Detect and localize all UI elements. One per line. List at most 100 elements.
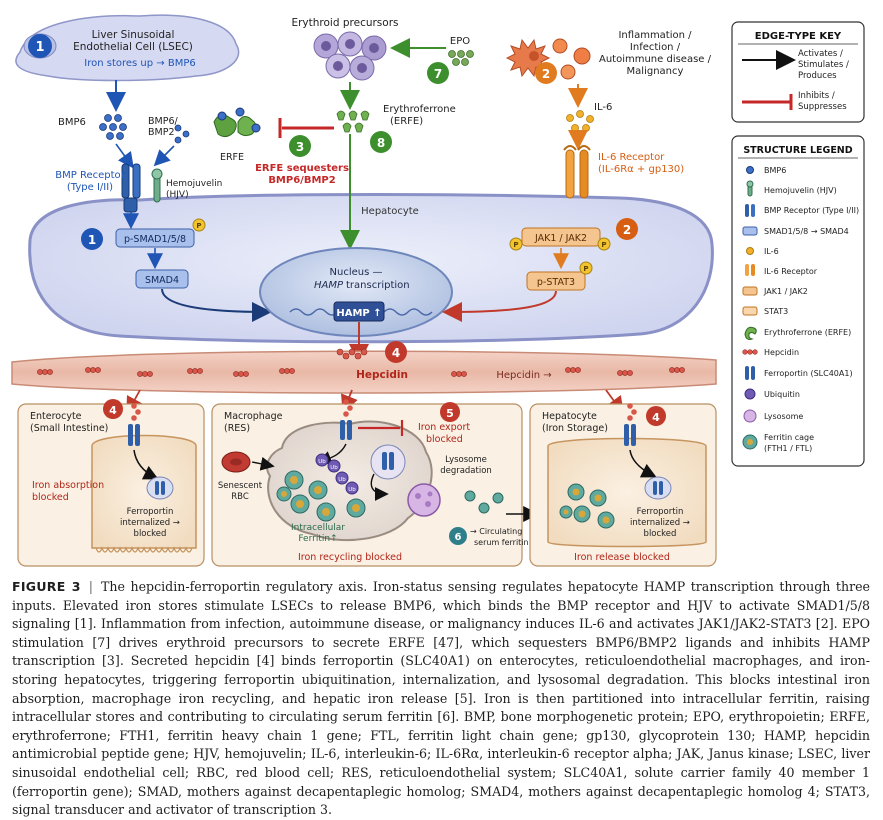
storage-internal-line3: blocked: [644, 529, 677, 539]
edge-key-title: EDGE-TYPE KEY: [755, 31, 842, 42]
jak-p-right-text: P: [601, 241, 606, 249]
lsec-title-line2: Endothelial Cell (LSEC): [73, 41, 193, 53]
macrophage-block-line2: blocked: [426, 434, 463, 445]
legend-ferritin-label-line1: Ferritin cage: [764, 433, 814, 442]
erfe-bound-label: ERFE: [220, 152, 244, 163]
badge-2-inflammation-text: 2: [542, 67, 550, 81]
legend-il6-receptor-icon: [745, 264, 755, 276]
legend-lysosome-label: Lysosome: [764, 412, 803, 421]
nucleus-label-line3: transcription: [346, 280, 410, 291]
macrophage-ferritin-cages: [276, 470, 366, 522]
dna-right: [383, 308, 433, 316]
jak-phospho-left: [509, 237, 523, 251]
sequester-line2: BMP6/BMP2: [268, 175, 335, 186]
epo-molecules: [448, 50, 474, 66]
structure-legend-box: [731, 135, 865, 467]
badge-2-hepatocyte: [616, 218, 638, 240]
bmp62-label-line2: BMP2: [148, 127, 175, 138]
badge-4-storage: [646, 406, 666, 426]
smad4-label: SMAD4: [145, 275, 179, 286]
bloodstream: [11, 350, 717, 394]
figure-label: FIGURE 3: [12, 579, 81, 594]
erfe-name-line2: (ERFE): [390, 116, 423, 127]
badge-3-text: 3: [296, 140, 304, 154]
storage-internalize-arrow: [629, 449, 657, 478]
stat3-p-text: P: [583, 265, 588, 273]
ub-3-text: Ub: [338, 477, 346, 483]
hepatocyte-title: Hepatocyte: [361, 206, 419, 217]
smad4-to-hamp-arrow: [161, 288, 272, 322]
caption-separator: |: [88, 579, 93, 594]
legend-il6-label: IL-6: [764, 247, 779, 256]
legend-ferritin-label-line2: (FTH1 / FTL): [764, 444, 812, 453]
released-ferritin: [464, 490, 504, 514]
bmp6-to-receptor-arrow: [115, 143, 134, 169]
senescent-rbc: [221, 451, 251, 473]
bmp-receptor-label-line2: (Type I/II): [67, 182, 113, 193]
enterocyte-internal-line3: blocked: [134, 529, 167, 539]
nucleus-label-line1: Nucleus —: [330, 267, 383, 278]
serum-label-line2: serum ferritin: [474, 538, 529, 547]
hepcidin-blood-label: Hepcidin: [356, 369, 408, 381]
jak-p-left-text: P: [513, 241, 518, 249]
enterocyte-microvilli: [95, 546, 193, 553]
inflammation-cells: [505, 38, 591, 80]
il6-receptor-line2: (IL-6Rα + gp130): [598, 164, 684, 175]
legend-hepcidin-icon: [742, 349, 758, 355]
storage-title-line1: Hepatocyte: [542, 411, 597, 422]
bmp-receptor: [121, 163, 141, 213]
badge-4-storage-text: 4: [652, 411, 660, 424]
enterocyte-cell: [91, 434, 197, 549]
legend-ubiquitin-icon: [744, 388, 756, 400]
ub-2-text: Ub: [330, 465, 338, 471]
il6-label: IL-6: [594, 102, 612, 113]
jak-phospho-right: [597, 237, 611, 251]
badge-4-blood-text: 4: [392, 346, 400, 360]
legend-ferroportin-icon: [745, 366, 755, 380]
enterocyte-internalized-ferroportin: [146, 476, 174, 500]
pstat3-label: p-STAT3: [537, 277, 575, 288]
caption-text: The hepcidin-ferroportin regulatory axis…: [12, 579, 871, 818]
bmp6-label: BMP6: [58, 117, 86, 128]
macrophage-title-line1: Macrophage: [224, 411, 283, 422]
psmad-p-text: P: [196, 222, 201, 230]
badge-2-hepatocyte-text: 2: [623, 223, 631, 237]
legend-erythroferrone-icon: [744, 326, 757, 340]
inflammation-line3: Autoimmune disease /: [599, 54, 712, 65]
storage-internal-line2: internalized →: [630, 518, 690, 528]
psmad-box: [115, 228, 195, 248]
badge-7-text: 7: [434, 67, 442, 81]
legend-lysosome-icon: [743, 409, 757, 423]
storage-ferroportin: [624, 403, 637, 446]
legend-ubiquitin-label: Ubiquitin: [764, 390, 800, 399]
badge-6-text: 6: [455, 532, 462, 543]
bmp62-label-line1: BMP6/: [148, 116, 178, 127]
hepcidin-in-blood: [37, 348, 685, 377]
legend-ferroportin-label: Ferroportin (SLC40A1): [764, 369, 853, 378]
badge-4-enterocyte: [103, 399, 123, 419]
lysosome-label-line2: degradation: [440, 466, 492, 476]
macrophage-status: Iron recycling blocked: [298, 552, 402, 563]
macrophage-title-line2: (RES): [224, 423, 250, 434]
psmad-label: p-SMAD1/5/8: [124, 234, 186, 245]
il6-molecules: [566, 110, 594, 132]
il6-receptor: [563, 145, 591, 199]
badge-1-hepatocyte-text: 1: [88, 233, 96, 247]
bmp6-ligands: [99, 114, 127, 140]
hjv-label-line1: Hemojuvelin: [166, 179, 222, 189]
legend-smad-label: SMAD1/5/8 → SMAD4: [764, 227, 849, 236]
legend-stat3-icon: [742, 306, 758, 316]
dna-left: [289, 308, 339, 316]
hamp-label: HAMP ↑: [336, 308, 381, 319]
enterocyte-internal-line2: internalized →: [120, 518, 180, 528]
smad4-box: [135, 269, 189, 289]
legend-smad-icon: [742, 226, 758, 236]
badge-5: [440, 402, 460, 422]
badge-8-text: 8: [377, 136, 385, 150]
lsec-iron-text: Iron stores up → BMP6: [84, 58, 195, 69]
lsec-title-line1: Liver Sinusoidal: [92, 29, 175, 41]
erythroid-precursors: Erythroid precursors: [291, 17, 399, 81]
lysosome: [407, 483, 441, 517]
enterocyte-title-line2: (Small Intestine): [30, 423, 108, 434]
erfe-name-line1: Erythroferrone: [383, 104, 456, 115]
